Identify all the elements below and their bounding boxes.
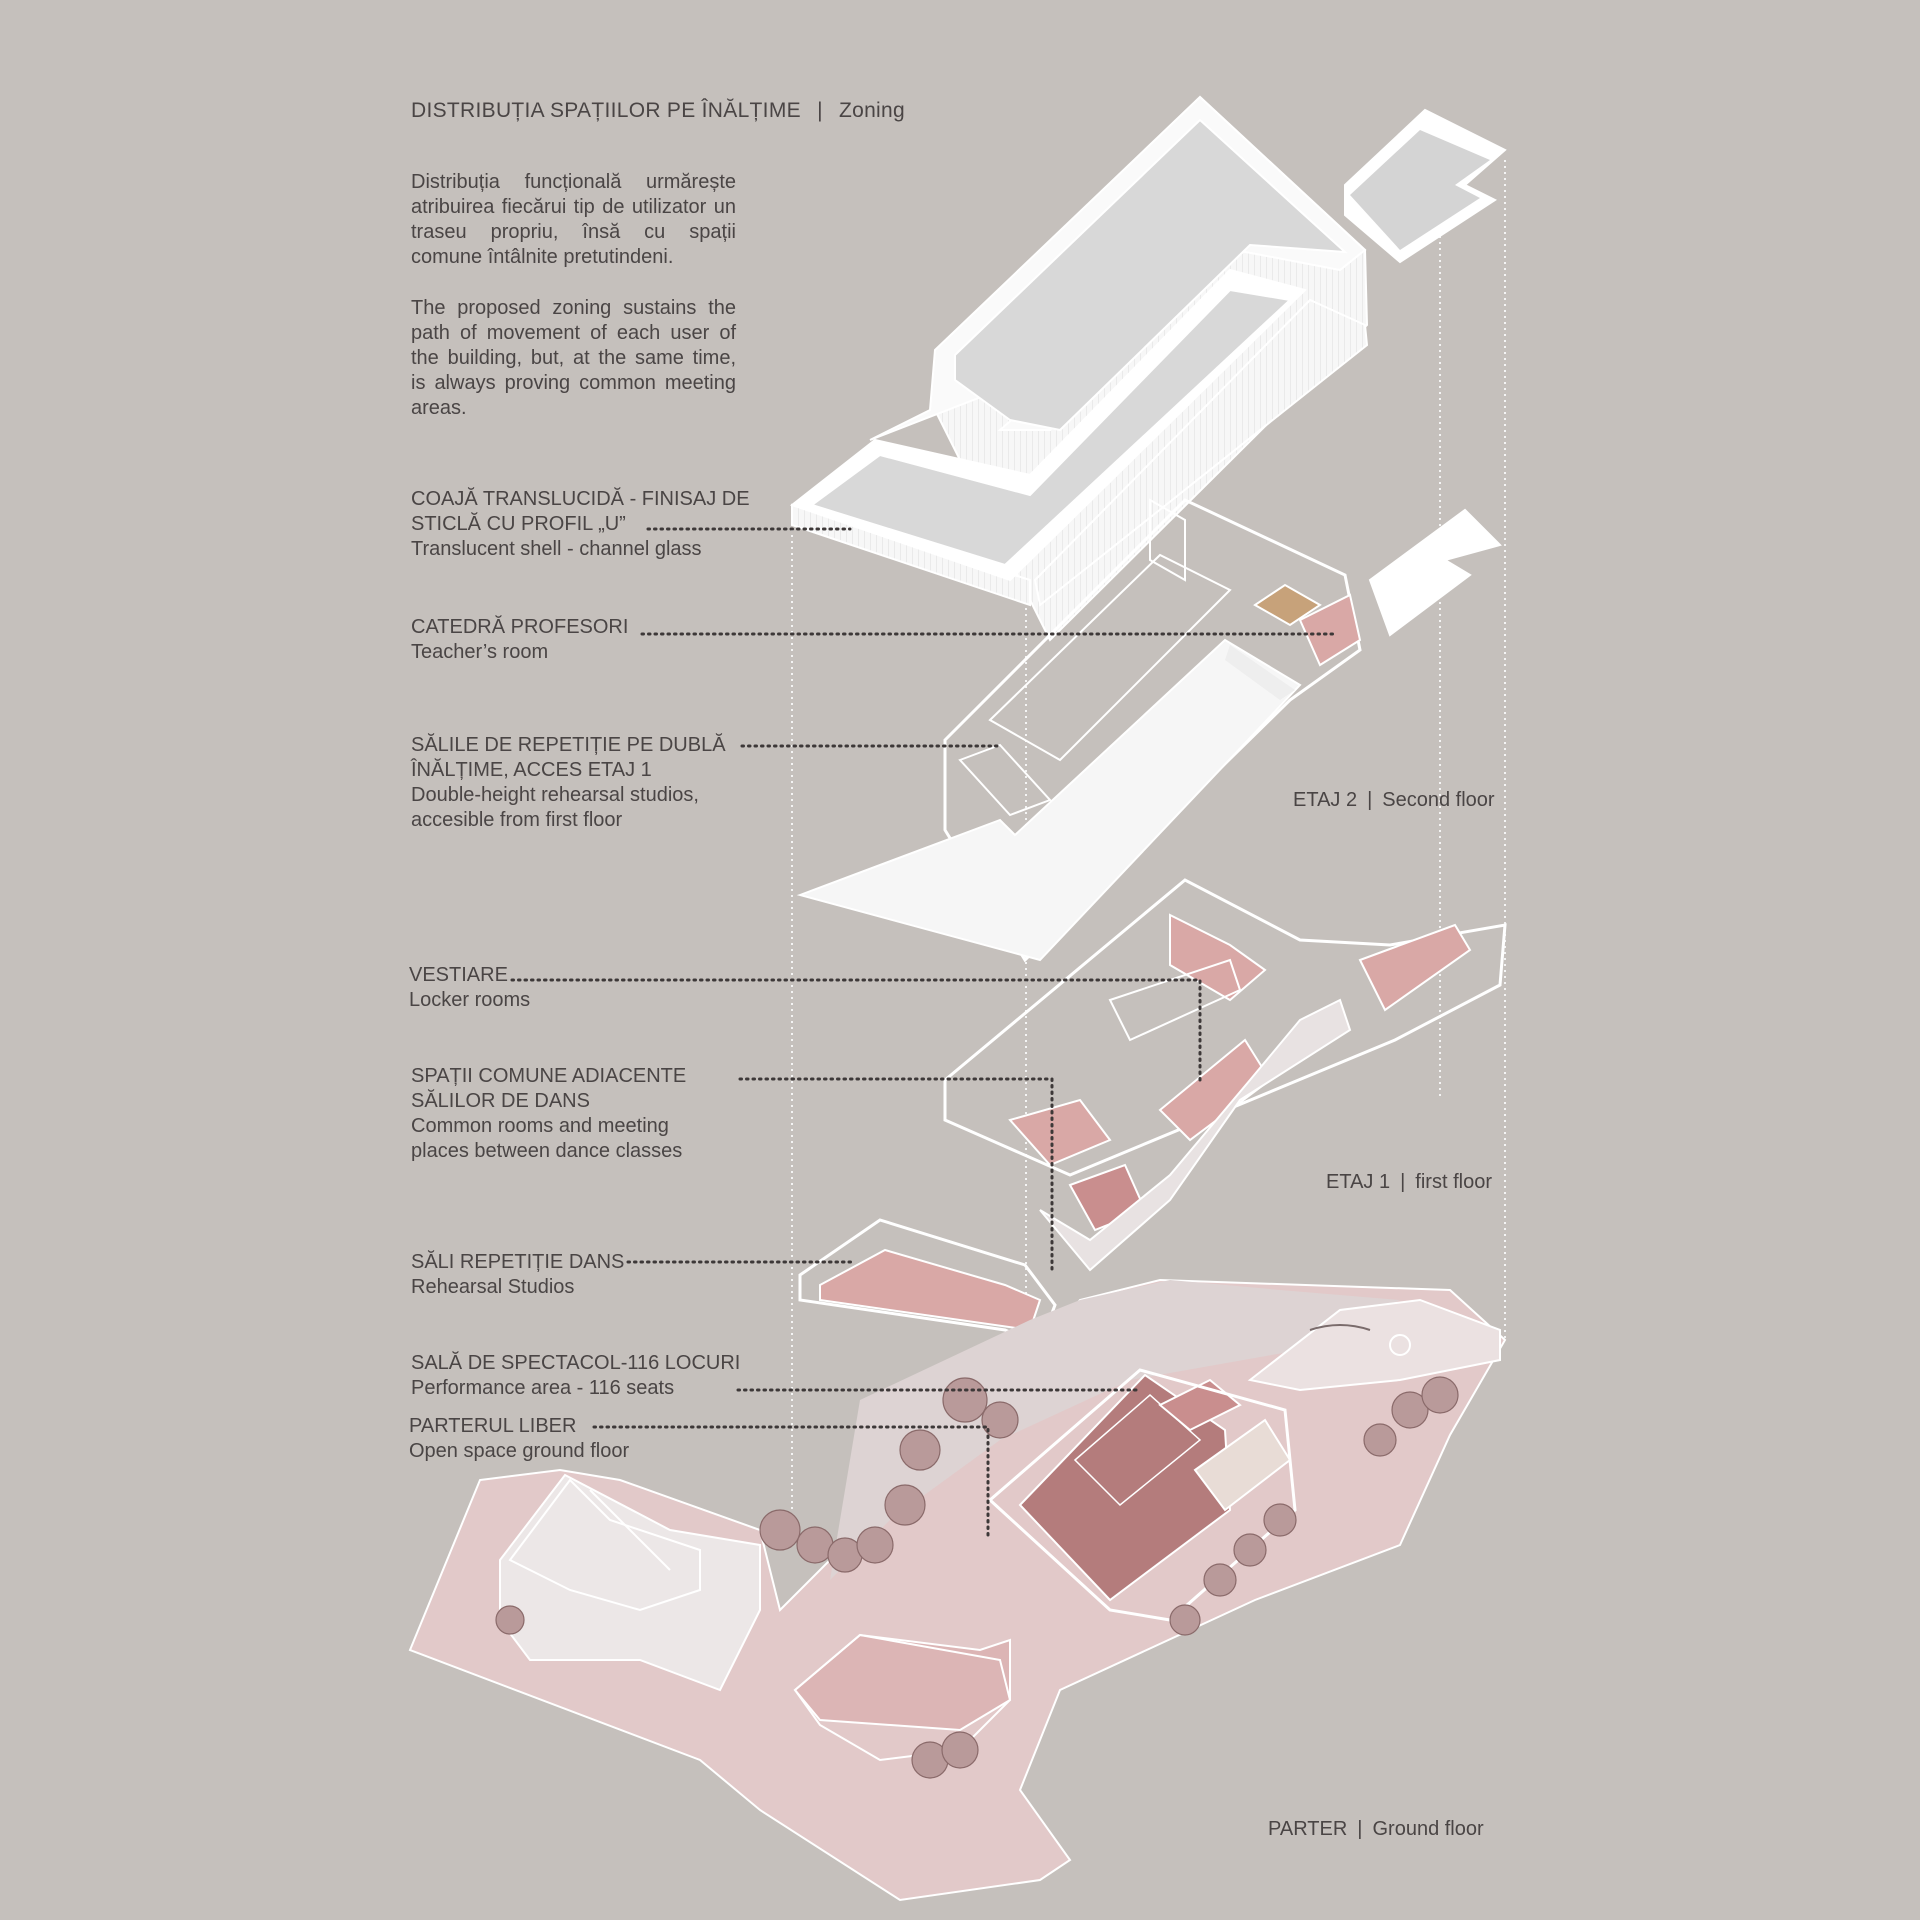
ground-floor-plan <box>408 1278 1507 1902</box>
label-ground-en: Open space ground floor <box>409 1440 630 1462</box>
label-teacher-en: Teacher’s room <box>411 641 549 663</box>
floor-label-ground: PARTER | Ground floor <box>1268 1818 1484 1841</box>
first-floor-plan <box>798 878 1507 1347</box>
label-rehearsal-studios: SĂLI REPETIȚIE DANS Rehearsal Studios <box>411 1250 624 1300</box>
label-hall-en: Performance area - 116 seats <box>411 1377 675 1399</box>
intro-romanian: Distribuția funcțională urmărește atribu… <box>411 171 736 268</box>
floor-second-en: Second floor <box>1382 789 1495 811</box>
title-english: Zoning <box>838 99 905 122</box>
label-shell-en: Translucent shell - channel glass <box>411 538 702 560</box>
floor-label-first: ETAJ 1 | first floor <box>1326 1171 1492 1194</box>
floor-ground-ro: PARTER <box>1268 1818 1348 1840</box>
label-locker-rooms: VESTIARE Locker rooms <box>409 963 530 1013</box>
shell-volume <box>789 95 1507 642</box>
page-title: DISTRIBUȚIA SPAȚIILOR PE ÎNĂLȚIME | Zoni… <box>411 99 905 123</box>
label-studios-en: Rehearsal Studios <box>411 1276 575 1298</box>
label-double-ro-1: SĂLILE DE REPETIȚIE PE DUBLĂ <box>411 734 726 756</box>
floor-first-en: first floor <box>1415 1171 1492 1193</box>
label-common-en-2: places between dance classes <box>411 1140 683 1162</box>
intro-english: The proposed zoning sustains the path of… <box>411 297 736 419</box>
tree-groups <box>495 1376 1459 1779</box>
label-double-en-1: Double-height rehearsal studios, <box>411 784 699 806</box>
label-lockers-en: Locker rooms <box>409 989 531 1011</box>
floor-ground-en: Ground floor <box>1372 1818 1484 1840</box>
floor-ground-sep: | <box>1357 1818 1363 1840</box>
label-shell-ro-2: STICLĂ CU PROFIL „U” <box>411 513 626 535</box>
label-double-en-2: accesible from first floor <box>411 809 623 831</box>
label-hall-ro: SALĂ DE SPECTACOL-116 LOCURI <box>411 1352 741 1374</box>
label-common-ro-1: SPAȚII COMUNE ADIACENTE <box>411 1065 687 1087</box>
label-common-ro-2: SĂLILOR DE DANS <box>411 1090 590 1112</box>
second-floor-plan <box>796 498 1502 963</box>
floor-second-sep: | <box>1367 789 1373 811</box>
title-separator: | <box>817 99 823 122</box>
floor-first-ro: ETAJ 1 <box>1326 1171 1391 1193</box>
label-lockers-ro: VESTIARE <box>409 964 508 986</box>
leader-lines <box>510 527 1337 1542</box>
label-performance-hall: SALĂ DE SPECTACOL-116 LOCURI Performance… <box>411 1351 740 1401</box>
label-ground-ro: PARTERUL LIBER <box>409 1415 577 1437</box>
label-open-ground-floor: PARTERUL LIBER Open space ground floor <box>409 1414 629 1464</box>
label-teacher-room: CATEDRĂ PROFESORI Teacher’s room <box>411 615 628 665</box>
label-shell-ro-1: COAJĂ TRANSLUCIDĂ - FINISAJ DE <box>411 488 750 510</box>
vertical-guide-lines <box>791 160 1506 1690</box>
label-common-en-1: Common rooms and meeting <box>411 1115 669 1137</box>
floor-first-sep: | <box>1400 1171 1406 1193</box>
label-double-ro-2: ÎNĂLȚIME, ACCES ETAJ 1 <box>411 759 652 781</box>
floor-label-second: ETAJ 2 | Second floor <box>1293 789 1495 812</box>
label-translucent-shell: COAJĂ TRANSLUCIDĂ - FINISAJ DE STICLĂ CU… <box>411 487 750 562</box>
label-teacher-ro: CATEDRĂ PROFESORI <box>411 616 629 638</box>
floor-second-ro: ETAJ 2 <box>1293 789 1358 811</box>
title-romanian: DISTRIBUȚIA SPAȚIILOR PE ÎNĂLȚIME <box>411 99 801 122</box>
label-studios-ro: SĂLI REPETIȚIE DANS <box>411 1251 625 1273</box>
label-common-rooms: SPAȚII COMUNE ADIACENTE SĂLILOR DE DANS … <box>411 1064 686 1164</box>
label-double-height-studios: SĂLILE DE REPETIȚIE PE DUBLĂ ÎNĂLȚIME, A… <box>411 733 726 833</box>
